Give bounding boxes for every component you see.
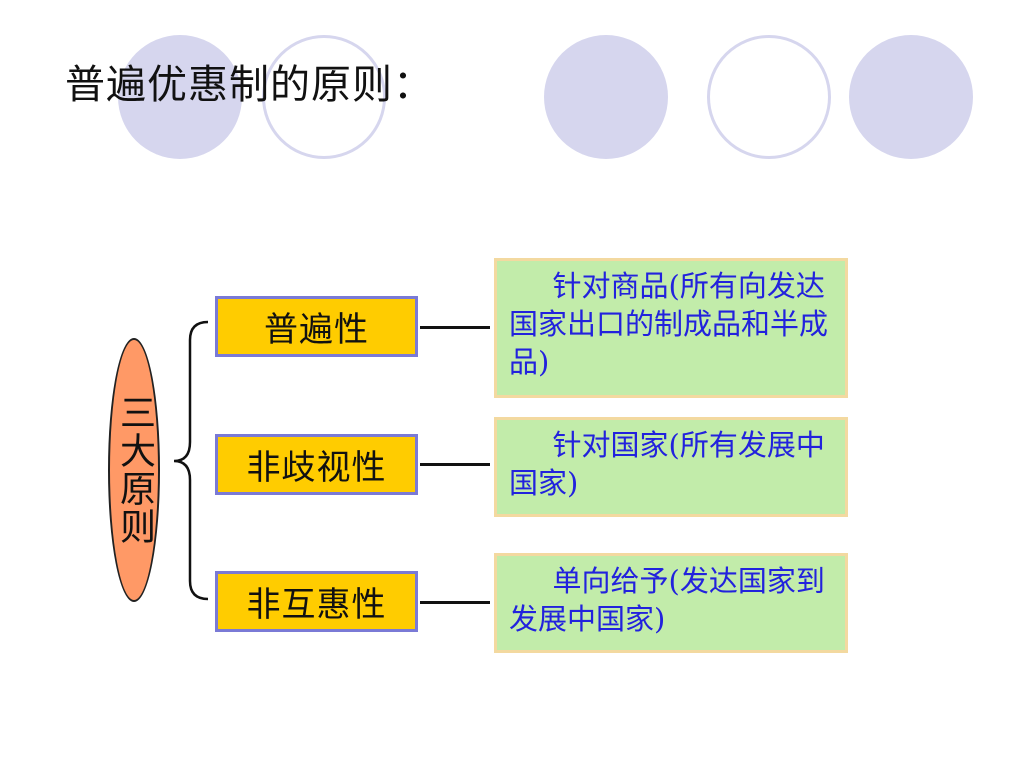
- slide-title: 普遍优惠制的原则：: [65, 62, 434, 108]
- description-text: 单向给予(发达国家到发展中国家): [509, 564, 825, 636]
- connector-line-1: [420, 326, 490, 329]
- principle-box-nonreciprocity: 非互惠性: [215, 571, 418, 632]
- curly-brace-icon: [173, 320, 209, 601]
- description-text: 针对国家(所有发展中国家): [509, 428, 825, 500]
- root-label: 三大原则: [114, 394, 155, 546]
- decor-circle-2: [544, 35, 668, 159]
- decor-ring-1: [262, 35, 386, 159]
- principle-box-nondiscrimination: 非歧视性: [215, 434, 418, 495]
- decor-ring-2: [707, 35, 831, 159]
- description-box-nonreciprocity: 单向给予(发达国家到发展中国家): [494, 553, 848, 653]
- principle-box-universal: 普遍性: [215, 296, 418, 357]
- description-box-universal: 针对商品(所有向发达国家出口的制成品和半成品): [494, 258, 848, 398]
- decor-circle-1: [118, 35, 242, 159]
- decor-circle-3: [849, 35, 973, 159]
- connector-line-2: [420, 463, 490, 466]
- connector-line-3: [420, 601, 490, 604]
- description-box-nondiscrimination: 针对国家(所有发展中国家): [494, 417, 848, 517]
- description-text: 针对商品(所有向发达国家出口的制成品和半成品): [509, 269, 829, 379]
- root-oval: 三大原则: [108, 338, 160, 602]
